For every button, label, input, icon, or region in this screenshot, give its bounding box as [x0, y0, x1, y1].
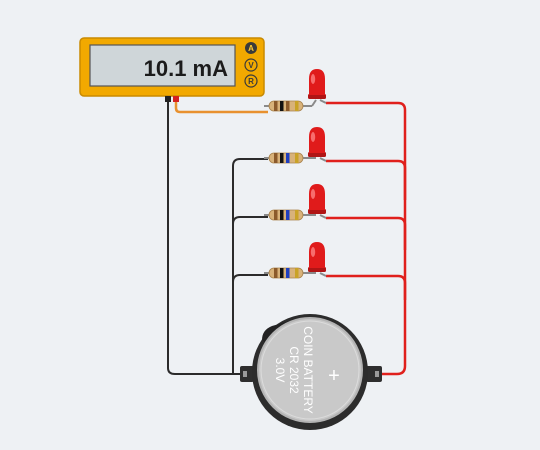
resistor-1[interactable]: [264, 100, 312, 112]
led-4[interactable]: [308, 242, 327, 277]
svg-text:A: A: [248, 44, 254, 53]
red-wire-2[interactable]: [326, 159, 407, 200]
resistor-band: [280, 101, 284, 111]
resistor-band: [280, 210, 284, 220]
resistor-band: [286, 210, 290, 220]
resistor-band: [274, 268, 278, 278]
resistor-band: [286, 101, 290, 111]
battery-model-label: CR 2032: [287, 346, 301, 394]
resistor-4[interactable]: [264, 267, 312, 279]
red-wire-3[interactable]: [326, 216, 407, 250]
resistor-band: [274, 153, 278, 163]
resistor-band: [286, 153, 290, 163]
battery-cell: [257, 317, 363, 423]
leds: [308, 69, 327, 277]
resistor-band: [295, 101, 299, 111]
resistor-band: [274, 210, 278, 220]
red-wire-4[interactable]: [326, 274, 407, 300]
mode-ohmmeter-button[interactable]: R: [244, 74, 258, 88]
battery-positive-terminal[interactable]: [366, 366, 382, 382]
battery-brand-label: COIN BATTERY: [301, 326, 315, 414]
meter-reading: 10.1 mA: [144, 56, 228, 81]
meter-display: [89, 44, 236, 87]
led-2[interactable]: [308, 127, 327, 162]
mode-ammeter-button[interactable]: A: [245, 42, 257, 54]
led-1[interactable]: [308, 69, 327, 107]
svg-text:V: V: [248, 61, 254, 70]
negative-wires[interactable]: [167, 101, 268, 375]
resistor-band: [280, 153, 284, 163]
led-3[interactable]: [308, 184, 327, 219]
battery-voltage-label: 3.0V: [273, 358, 287, 383]
black-wire-2[interactable]: [232, 158, 268, 374]
resistor-band: [280, 268, 284, 278]
resistor-band: [286, 268, 290, 278]
positive-wires[interactable]: [326, 101, 407, 376]
black-wire-3[interactable]: [232, 216, 268, 300]
resistor-band: [274, 101, 278, 111]
coin-battery[interactable]: COIN BATTERY CR 2032 3.0V +: [240, 314, 382, 430]
resistors: [264, 100, 312, 279]
mode-voltmeter-button[interactable]: V: [244, 58, 258, 72]
resistor-band: [295, 268, 299, 278]
svg-text:R: R: [248, 77, 254, 86]
resistor-band: [295, 210, 299, 220]
meter-com-terminal[interactable]: [165, 96, 171, 102]
meter-positive-terminal[interactable]: [173, 96, 179, 102]
black-wire-meter-com[interactable]: [167, 101, 248, 375]
orange-wire-meter-probe[interactable]: [174, 101, 268, 114]
battery-positive-symbol: +: [328, 365, 340, 387]
resistor-2[interactable]: [264, 152, 312, 164]
resistor-3[interactable]: [264, 209, 312, 221]
multimeter[interactable]: 10.1 mA A V R: [79, 37, 265, 102]
black-wire-4[interactable]: [232, 274, 268, 330]
resistor-band: [295, 153, 299, 163]
